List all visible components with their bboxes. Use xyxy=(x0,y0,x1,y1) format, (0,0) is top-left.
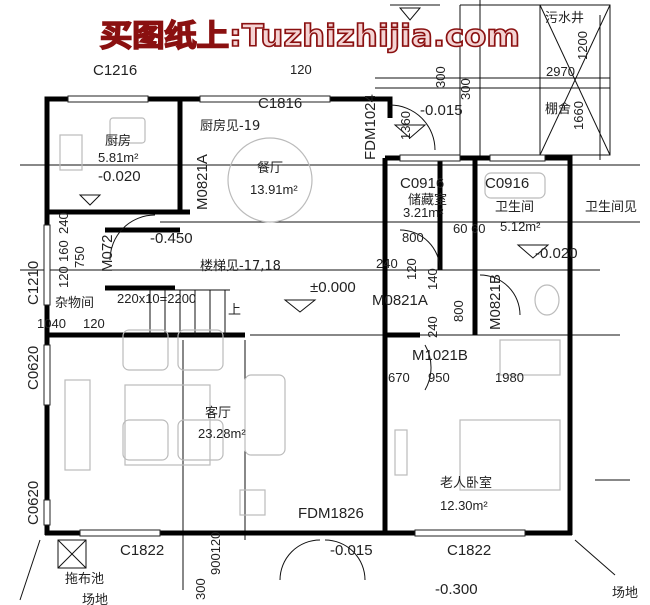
dim-300: 300 xyxy=(193,578,208,600)
kitchen-name: 厨房 xyxy=(105,133,131,149)
kitchen-level: -0.020 xyxy=(98,168,141,185)
dim-800: 800 xyxy=(402,230,424,245)
living-room-name: 客厅 xyxy=(205,405,231,421)
level-main: ±0.000 xyxy=(310,279,356,296)
sewage-well-label: 污水井 xyxy=(545,11,584,26)
door-label-m0821a: M0821A xyxy=(194,154,211,210)
dim-800: 800 xyxy=(451,300,466,322)
door-label-m0721: M072 xyxy=(99,234,116,272)
yard-label-left: 场地 xyxy=(82,593,108,605)
dim-240: 240 xyxy=(425,316,440,338)
furniture xyxy=(59,117,561,516)
dim-240: 240 xyxy=(376,256,398,271)
door-label-m0821a: M0821A xyxy=(372,292,428,309)
kitchen-area: 5.81m² xyxy=(98,150,139,165)
window-label-c0620: C0620 xyxy=(25,481,42,525)
dim-6060: 60 60 xyxy=(453,221,486,236)
window-label-c0916: C0916 xyxy=(485,175,529,192)
dim-120: 120 xyxy=(56,266,71,288)
dim-240: 240 xyxy=(56,212,71,234)
dim-1660: 1660 xyxy=(571,101,586,130)
bathroom-name: 卫生间 xyxy=(495,200,534,215)
dim-1360: 1360 xyxy=(398,111,413,140)
window-label-c1816: C1816 xyxy=(258,95,302,112)
doors xyxy=(109,104,521,581)
level-entry-bottom: -0.015 xyxy=(330,542,373,559)
yard-label-right: 场地 xyxy=(612,586,638,601)
dim-900120: 900120 xyxy=(208,532,223,575)
dim-950: 950 xyxy=(428,370,450,385)
door-label-m1021b: M1021B xyxy=(412,347,468,364)
kitchen-note: 厨房见-19 xyxy=(200,118,260,134)
shed-cross xyxy=(539,4,611,156)
watermark: 买图纸上:Tuzhizhijia.com xyxy=(100,19,520,54)
stair-up: 上 xyxy=(228,303,241,318)
dim-1980: 1980 xyxy=(495,370,524,385)
shed-outline xyxy=(539,4,611,156)
stair xyxy=(140,289,230,336)
storage-area: 3.21m² xyxy=(403,205,444,220)
dim-160: 160 xyxy=(56,240,71,262)
elder-bedroom-area: 12.30m² xyxy=(440,498,488,513)
window-label-c1822: C1822 xyxy=(120,542,164,559)
bathroom-level: -0.020 xyxy=(535,245,578,262)
stair-steps: 220x10=2200 xyxy=(117,291,196,306)
storage-name: 储藏室 xyxy=(408,192,447,208)
window-label-c1216: C1216 xyxy=(93,62,137,79)
door-label-fdm1826: FDM1826 xyxy=(298,505,364,522)
dim-670: 670 xyxy=(388,370,410,385)
mop-sink-label: 拖布池 xyxy=(65,572,104,587)
dim-300: 300 xyxy=(458,78,473,100)
window-label-c0620: C0620 xyxy=(25,346,42,390)
window-label-c1210: C1210 xyxy=(25,261,42,305)
door-label-fdm1024: FDM1024 xyxy=(362,94,379,160)
level-outside: -0.300 xyxy=(435,581,478,598)
windows xyxy=(43,95,546,537)
dining-area: 13.91m² xyxy=(250,182,298,197)
dim-120: 120 xyxy=(290,62,312,77)
door-label-m0821b: M0821B xyxy=(487,274,504,330)
dim-300: 300 xyxy=(433,66,448,88)
elder-bedroom-name: 老人卧室 xyxy=(440,475,492,491)
bathroom-note: 卫生间见 xyxy=(585,200,637,215)
shed-label: 棚舍 xyxy=(545,102,571,117)
dim-120: 120 xyxy=(404,258,419,280)
dining-name: 餐厅 xyxy=(257,160,283,176)
dim-120: 120 xyxy=(83,316,105,331)
utility-room-name: 杂物间 xyxy=(55,296,94,311)
level-stair-low: -0.450 xyxy=(150,230,193,247)
living-room-area: 23.28m² xyxy=(198,426,246,441)
window-label-c1822: C1822 xyxy=(447,542,491,559)
level-markers xyxy=(78,7,550,313)
bathroom-area: 5.12m² xyxy=(500,219,541,234)
dim-140: 140 xyxy=(425,268,440,290)
stair-note: 楼梯见-17,18 xyxy=(200,259,281,274)
window-label-c0916: C0916 xyxy=(400,175,444,192)
dim-2970: 2970 xyxy=(546,64,575,79)
level-entry-top: -0.015 xyxy=(420,102,463,119)
dim-750: 750 xyxy=(72,246,87,268)
dim-1040: 1040 xyxy=(37,316,66,331)
dim-1200: 1200 xyxy=(575,31,590,60)
mop-sink-icon xyxy=(57,539,87,569)
